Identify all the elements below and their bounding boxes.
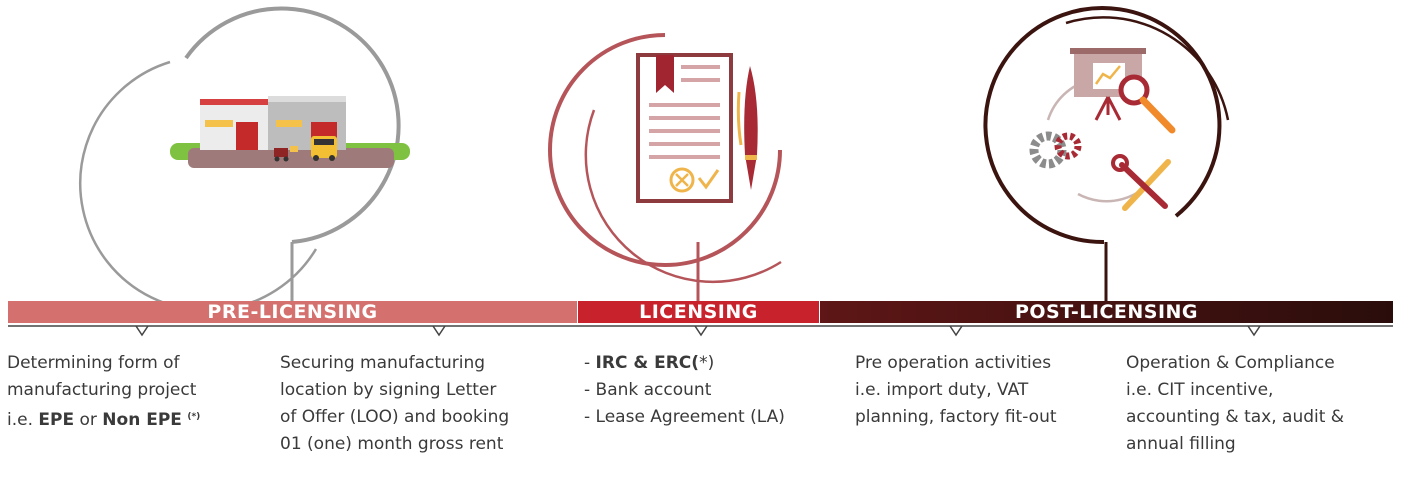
phase-label-pre-licensing: PRE-LICENSING [207,301,378,323]
phase-label-post-licensing: POST-LICENSING [1014,301,1199,323]
phase-bar-pre-licensing [8,301,577,323]
step-pre-operation: Pre operation activities i.e. import dut… [855,353,1057,427]
licensing-circle [548,33,782,301]
operations-tools-icon [1029,48,1176,211]
step-operation-compliance: Operation & Compliance i.e. CIT incentiv… [1126,353,1345,454]
factory-icon [170,96,410,168]
timeline [8,325,1393,337]
step-licensing-items: - IRC & ERC(*) - Bank account - Lease Ag… [584,353,785,427]
contract-pen-icon [636,53,758,203]
step-form-of-project: Determining form of manufacturing projec… [7,353,201,430]
pre-licensing-circle [79,6,401,312]
phase-label-licensing: LICENSING [639,301,758,323]
phase-bar-licensing [578,301,819,323]
step-securing-location: Securing manufacturing location by signi… [280,353,510,454]
phase-bar-post-licensing [820,301,1393,323]
post-licensing-circle [983,6,1230,301]
